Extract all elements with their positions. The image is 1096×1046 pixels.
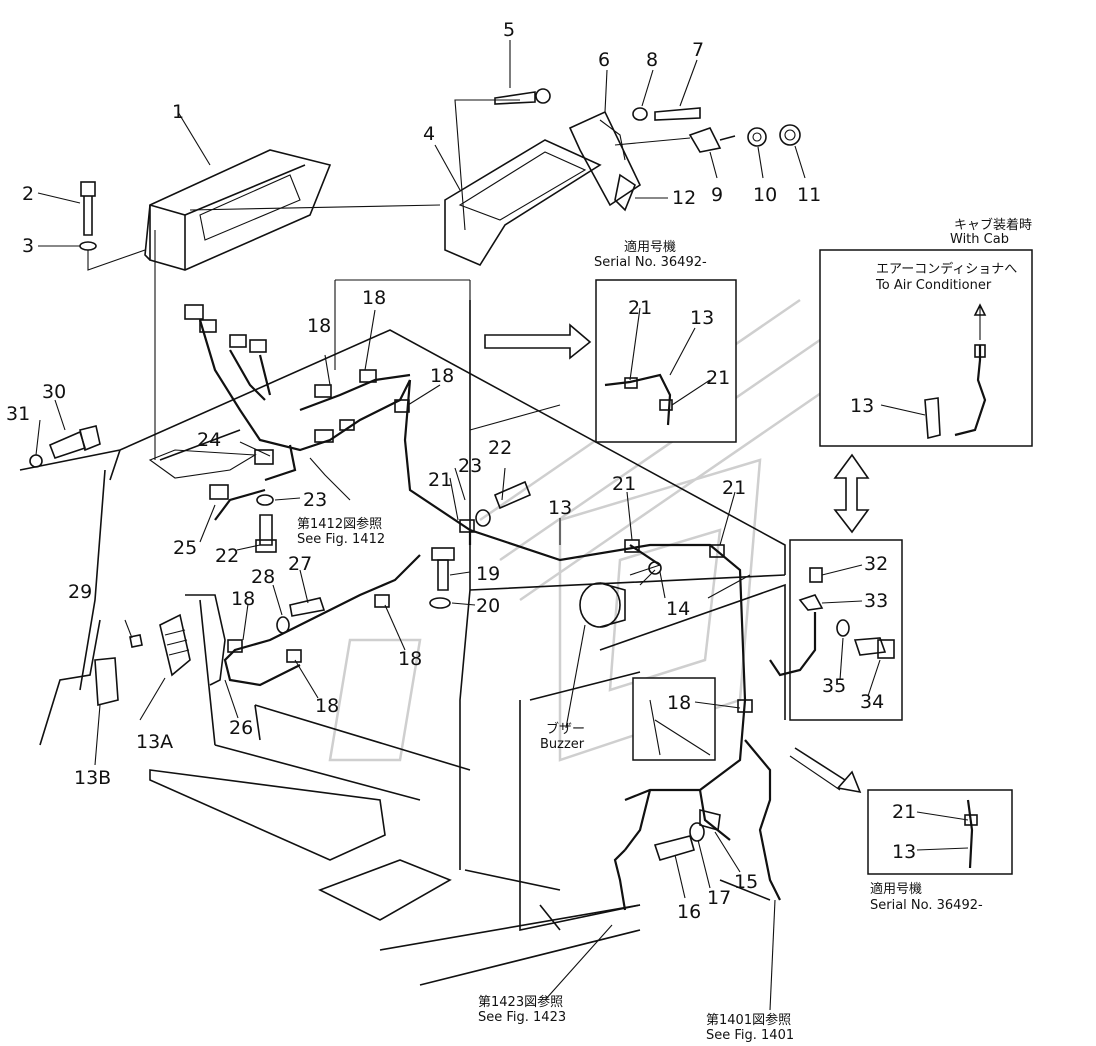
label-30: 30: [42, 381, 66, 403]
fig1412-en: See Fig. 1412: [297, 532, 385, 547]
label-13A: 13A: [136, 731, 173, 753]
label-6: 6: [598, 49, 610, 71]
fig1401-jp: 第1401図参照: [706, 1012, 791, 1028]
inset-32-35: [769, 539, 903, 721]
label-21-d: 21: [612, 473, 636, 495]
label-10: 10: [753, 184, 777, 206]
label-32: 32: [864, 553, 888, 575]
label-20: 20: [476, 595, 500, 617]
label-4: 4: [423, 123, 435, 145]
small-parts-7-12: [614, 107, 801, 212]
panel-housing-1: [144, 149, 332, 271]
label-19: 19: [476, 563, 500, 585]
label-13-a: 13: [690, 307, 714, 329]
label-21-b: 21: [706, 367, 730, 389]
label-35: 35: [822, 675, 846, 697]
buzzer: [579, 561, 662, 628]
label-22-b: 22: [215, 545, 239, 567]
label-21-e: 21: [722, 477, 746, 499]
with-cab-jp: キャブ装着時: [954, 217, 1032, 233]
serial-top-en: Serial No. 36492-: [594, 255, 707, 270]
label-1: 1: [172, 101, 184, 123]
bolt-2: [79, 181, 146, 271]
label-31: 31: [6, 403, 30, 425]
bolts-misc: [29, 425, 721, 861]
bolt-5: [494, 88, 551, 105]
with-cab-en: With Cab: [950, 232, 1009, 247]
label-23-a: 23: [458, 455, 482, 477]
label-24: 24: [197, 429, 221, 451]
label-13-c: 13: [850, 395, 874, 417]
label-21-c: 21: [428, 469, 452, 491]
label-15: 15: [734, 871, 758, 893]
label-18-c: 18: [430, 365, 454, 387]
label-27: 27: [288, 553, 312, 575]
buzzer-en: Buzzer: [540, 737, 585, 752]
label-12: 12: [672, 187, 696, 209]
label-8: 8: [646, 49, 658, 71]
fig1401-en: See Fig. 1401: [706, 1028, 794, 1043]
label-18-f: 18: [315, 695, 339, 717]
label-16: 16: [677, 901, 701, 923]
label-9: 9: [711, 184, 723, 206]
connector-block-13A: [94, 594, 226, 707]
direction-arrows: [484, 323, 870, 794]
label-28: 28: [251, 566, 275, 588]
label-2: 2: [22, 183, 34, 205]
label-25: 25: [173, 537, 197, 559]
label-18-b: 18: [362, 287, 386, 309]
label-23-b: 23: [303, 489, 327, 511]
fig1423-jp: 第1423図参照: [478, 994, 563, 1010]
label-13-d: 13: [892, 841, 916, 863]
bracket-6: [568, 110, 642, 207]
label-21-a: 21: [628, 297, 652, 319]
label-14: 14: [666, 598, 690, 620]
cover-plate-4: [189, 99, 602, 267]
label-18-g: 18: [667, 692, 691, 714]
annotations: キャブ装着時 With Cab 適用号機 Serial No. 36492- エ…: [297, 217, 1032, 1043]
aircon-jp: エアーコンディショナへ: [876, 261, 1017, 277]
aircon-en: To Air Conditioner: [875, 278, 992, 293]
inset-serial-top: [595, 279, 737, 443]
label-33: 33: [864, 590, 888, 612]
label-17: 17: [707, 887, 731, 909]
buzzer-jp: ブザー: [546, 721, 585, 737]
label-13B: 13B: [74, 767, 111, 789]
label-5: 5: [503, 19, 515, 41]
inset-serial-bottom: [867, 789, 1013, 875]
label-11: 11: [797, 184, 821, 206]
label-3: 3: [22, 235, 34, 257]
label-18-e: 18: [398, 648, 422, 670]
fig1412-jp: 第1412図参照: [297, 516, 382, 532]
serial-top-jp: 適用号機: [624, 239, 676, 255]
serial-bottom-en: Serial No. 36492-: [870, 898, 983, 913]
label-26: 26: [229, 717, 253, 739]
serial-bottom-jp: 適用号機: [870, 881, 922, 897]
watermark-logo: [328, 298, 841, 762]
machine-body: [19, 230, 786, 986]
label-13-b: 13: [548, 497, 572, 519]
label-21-f: 21: [892, 801, 916, 823]
label-29: 29: [68, 581, 92, 603]
label-7: 7: [692, 39, 704, 61]
inset-with-cab: [819, 249, 1033, 447]
part-labels: 1 2 3 4 5 6 7 8 9 10 11 12 13 13 13 13 1…: [6, 19, 916, 923]
fig1423-en: See Fig. 1423: [478, 1010, 566, 1025]
label-18-a: 18: [307, 315, 331, 337]
label-34: 34: [860, 691, 884, 713]
leader-lines: [35, 40, 969, 1011]
label-18-d: 18: [231, 588, 255, 610]
inset-front: [632, 677, 716, 761]
label-22-a: 22: [488, 437, 512, 459]
